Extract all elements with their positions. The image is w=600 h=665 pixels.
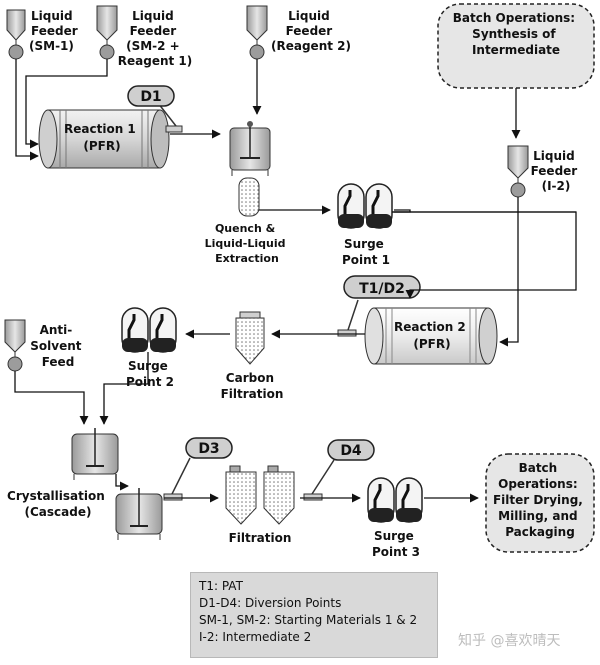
- t1d2-tag-label: T1/D2: [359, 281, 405, 297]
- d1-tag: [127, 85, 175, 107]
- reaction2-pfr: [364, 307, 498, 365]
- crystalliser-2: [115, 488, 163, 540]
- batch-bottom-box: [485, 453, 595, 553]
- feeder-sm2-label: Liquid Feeder (SM-2 + Reagent 1): [118, 9, 193, 68]
- d3-tag-label: D3: [198, 441, 219, 457]
- feeder-reagent2-icon: [246, 5, 268, 60]
- filter-2: [263, 465, 295, 525]
- legend-box: T1: PAT D1-D4: Diversion Points SM-1, SM…: [190, 572, 438, 658]
- t1d2-tag: [343, 275, 421, 299]
- feeder-sm2-icon: [96, 5, 118, 60]
- legend-line: T1: PAT: [199, 579, 243, 593]
- filter-1: [225, 465, 257, 525]
- surge3-vessels: [367, 477, 423, 523]
- quench-label: Quench & Liquid-Liquid Extraction: [205, 222, 290, 265]
- surge1-vessels: [337, 183, 393, 229]
- flow-surge1-r2: [394, 211, 577, 299]
- batch-top-label: Batch Operations: Synthesis of Intermedi…: [453, 11, 580, 57]
- d4-tag: [327, 439, 375, 461]
- batch-bottom-label: Batch Operations: Filter Drying, Milling…: [493, 461, 587, 539]
- crystallisation-label: Crystallisation (Cascade): [7, 489, 109, 519]
- carbon-label: Carbon Filtration: [221, 371, 284, 401]
- legend-line: SM-1, SM-2: Starting Materials 1 & 2: [199, 613, 418, 627]
- reaction2-label: Reaction 2 (PFR): [394, 320, 470, 351]
- feeder-sm1-icon: [6, 9, 26, 60]
- surge3-label: Surge Point 3: [372, 529, 420, 559]
- reaction1-pfr: [38, 109, 170, 169]
- d4-tag-label: D4: [340, 443, 362, 459]
- feeder-i2-icon: [507, 145, 529, 198]
- d4-probe-icon: [303, 459, 335, 501]
- t1d2-probe-icon: [337, 299, 359, 337]
- d1-probe-icon: [157, 102, 183, 133]
- surge1-label: Surge Point 1: [342, 237, 390, 267]
- d3-tag: [185, 437, 233, 459]
- antisolvent-label: Anti- Solvent Feed: [30, 323, 85, 369]
- surge2-vessels: [121, 307, 177, 353]
- legend-line: D1-D4: Diversion Points: [199, 596, 342, 610]
- quench-tank: [229, 121, 271, 176]
- carbon-filter: [235, 311, 265, 365]
- feeder-antisolvent-icon: [4, 319, 26, 372]
- d3-probe-icon: [163, 457, 191, 501]
- crystalliser-1: [71, 428, 119, 480]
- watermark: 知乎 @喜欢晴天: [458, 633, 561, 649]
- feeder-i2-label: Liquid Feeder (I-2): [531, 149, 582, 193]
- surge2-label: Surge Point 2: [126, 359, 174, 389]
- filtration-label: Filtration: [229, 531, 292, 545]
- feeder-reagent2-label: Liquid Feeder (Reagent 2): [271, 9, 351, 53]
- reaction1-label: Reaction 1 (PFR): [64, 122, 140, 153]
- legend-line: I-2: Intermediate 2: [199, 630, 312, 644]
- lle-column: [238, 177, 260, 217]
- feeder-sm1-label: Liquid Feeder (SM-1): [29, 9, 82, 53]
- d1-tag-label: D1: [140, 89, 161, 105]
